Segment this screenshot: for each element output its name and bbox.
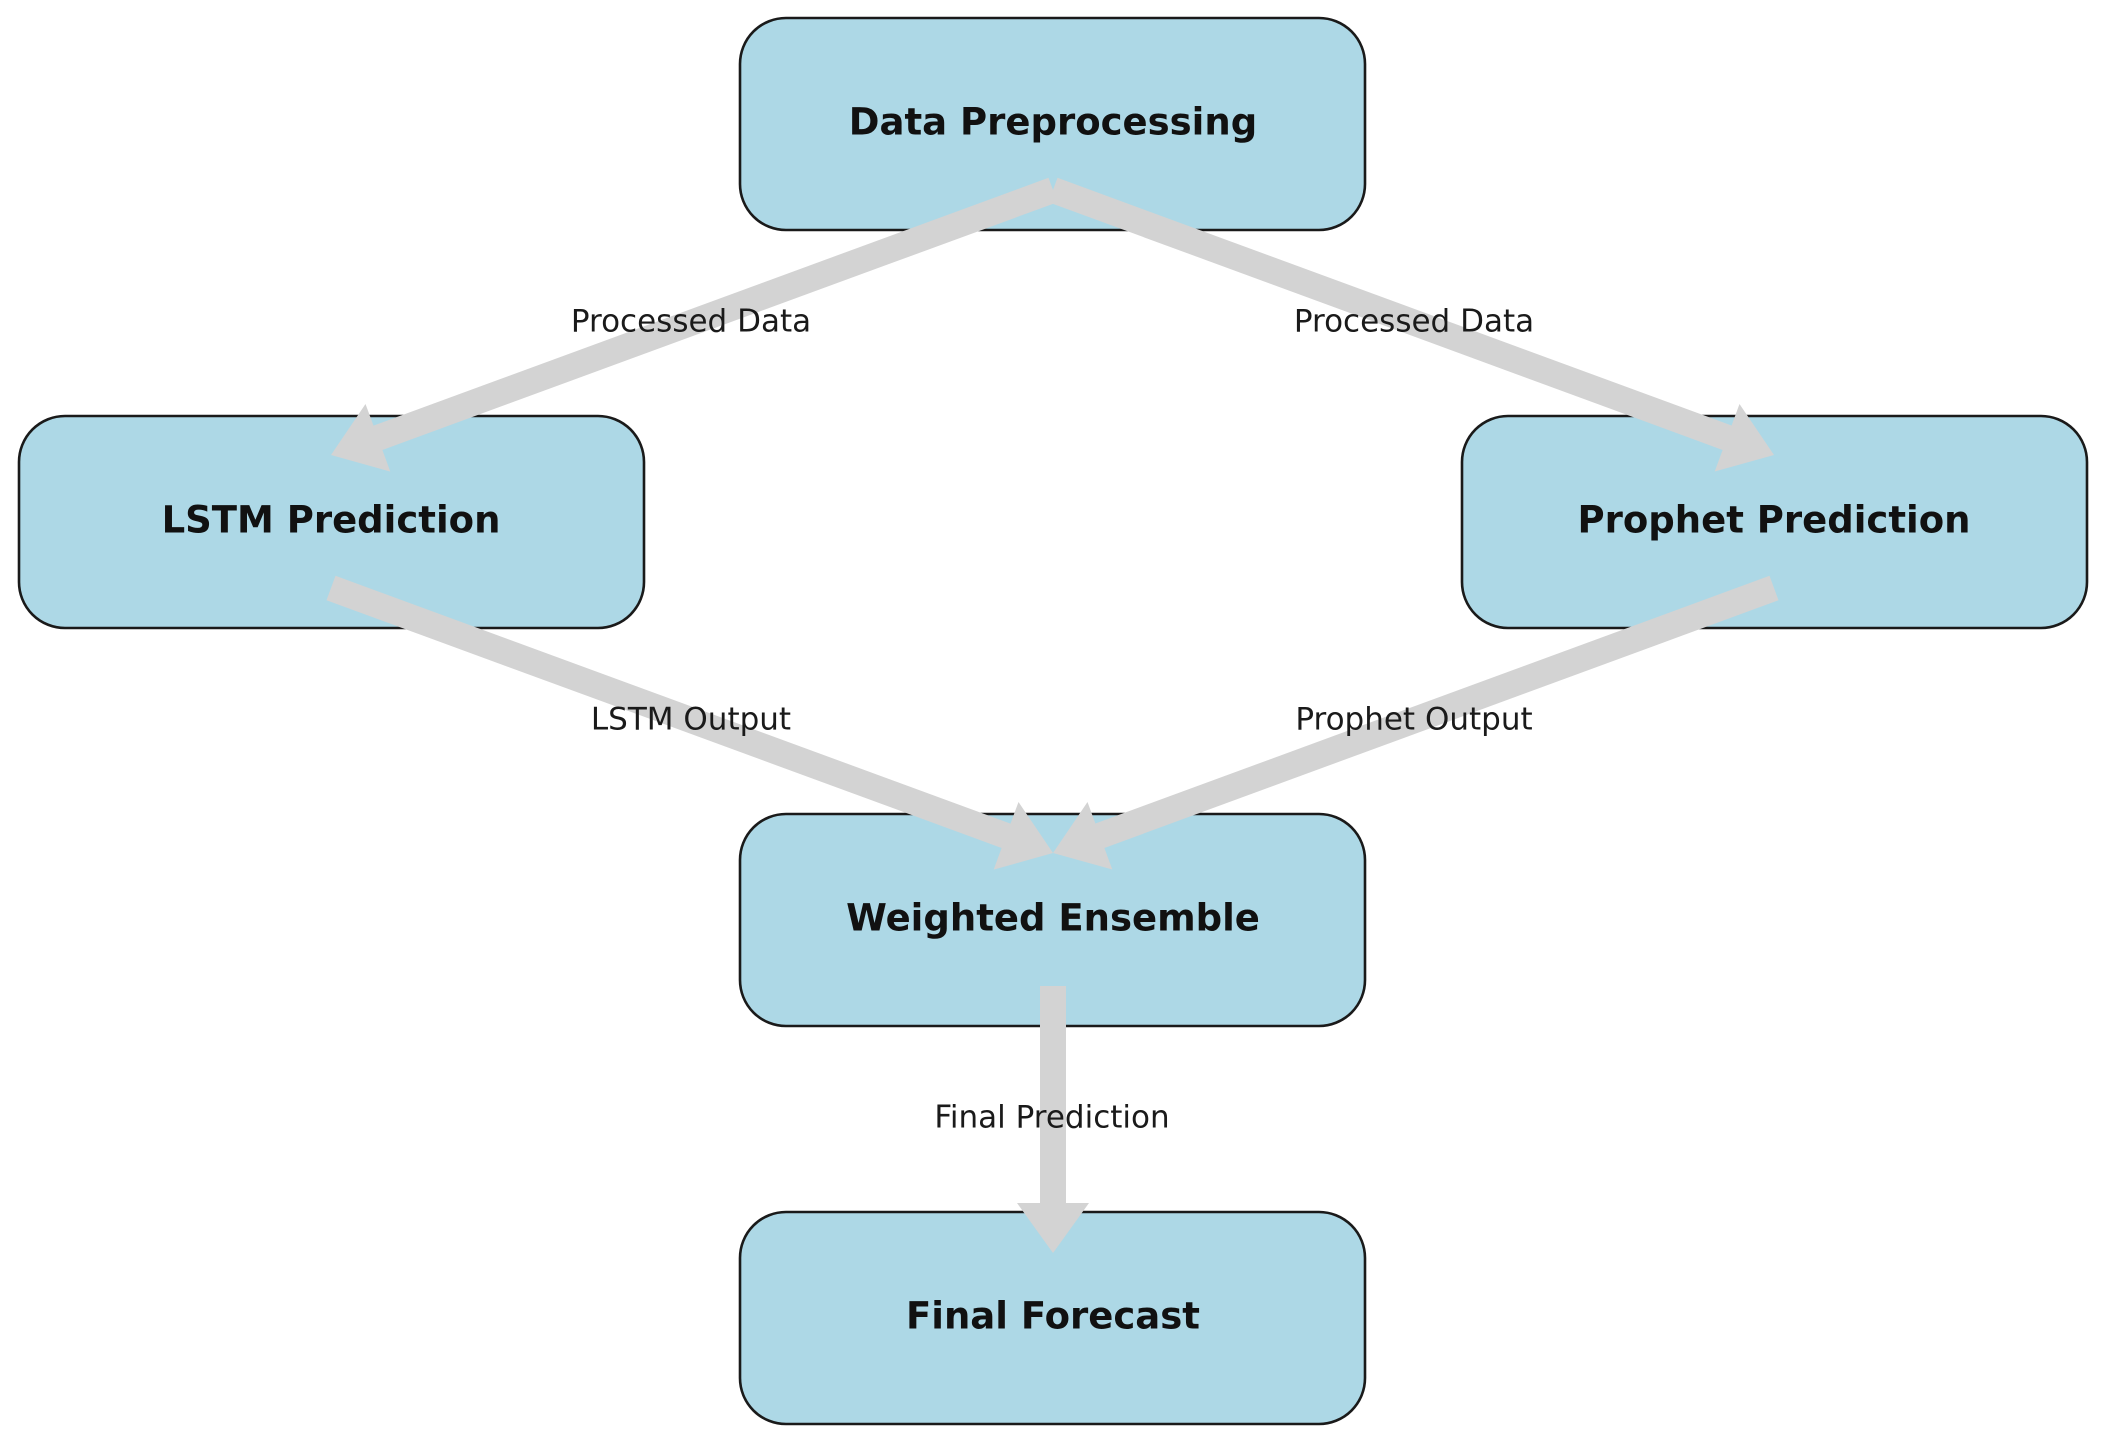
node-weighted-ensemble-label: Weighted Ensemble [846, 897, 1260, 940]
edge-label-pre-to-prophet: Processed Data [1294, 304, 1534, 340]
arrow-pre-to-prophet [1048, 177, 1774, 472]
node-data-preprocessing: Data Preprocessing [738, 16, 1367, 232]
node-final-forecast-label: Final Forecast [906, 1295, 1200, 1338]
node-final-forecast: Final Forecast [738, 1210, 1367, 1426]
arrow-prophet-to-ensemble [1053, 575, 1779, 870]
node-data-preprocessing-label: Data Preprocessing [849, 101, 1257, 144]
arrow-pre-to-lstm [331, 177, 1058, 472]
edge-label-prophet-to-ensemble: Prophet Output [1295, 702, 1532, 738]
arrow-lstm-to-ensemble [326, 575, 1053, 870]
arrow-ensemble-to-final [1017, 986, 1089, 1253]
edge-label-ensemble-to-final: Final Prediction [934, 1100, 1169, 1136]
node-prophet-prediction: Prophet Prediction [1460, 414, 2089, 630]
edge-label-lstm-to-ensemble: LSTM Output [591, 702, 791, 738]
edge-arrows [326, 177, 1779, 1253]
node-lstm-prediction: LSTM Prediction [17, 414, 646, 630]
edge-label-pre-to-lstm: Processed Data [571, 304, 811, 340]
node-prophet-prediction-label: Prophet Prediction [1578, 499, 1971, 542]
node-lstm-prediction-label: LSTM Prediction [162, 499, 501, 542]
node-weighted-ensemble: Weighted Ensemble [738, 812, 1367, 1028]
